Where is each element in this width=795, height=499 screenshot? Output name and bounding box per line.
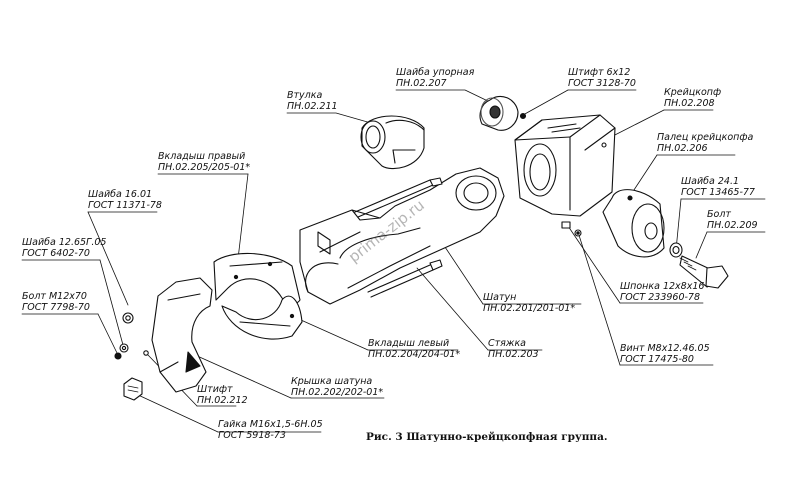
label-code: ГОСТ 17475-80: [620, 354, 694, 365]
label-bolt-2209: Болт ПН.02.209: [707, 209, 758, 231]
bearing-shell-left-part: [221, 295, 303, 340]
crosshead-part: [514, 114, 616, 217]
label-name: Гайка М16х1,5-6Н.05: [218, 419, 323, 430]
label-name: Шатун: [483, 292, 517, 303]
washer-12-part: [119, 343, 129, 353]
label-bolt-m12: Болт М12х70 ГОСТ 7798-70: [22, 291, 90, 313]
label-name: Крейцкопф: [664, 87, 722, 98]
label-connecting-rod: Шатун ПН.02.201/201-01*: [483, 292, 575, 314]
label-name: Втулка: [287, 90, 323, 101]
crosshead-pin-part: [602, 189, 665, 258]
label-code: ГОСТ 7798-70: [22, 302, 90, 313]
label-name: Винт М8х12.46.05: [620, 343, 710, 354]
label-code: ПН.02.212: [197, 395, 248, 406]
label-code: ПН.02.205/205-01*: [158, 162, 251, 173]
label-name: Вкладыш левый: [368, 338, 450, 349]
label-washer-16: Шайба 16.01 ГОСТ 11371-78: [88, 189, 162, 211]
label-crosshead: Крейцкопф ПН.02.208: [664, 87, 721, 109]
label-code: ГОСТ 13465-77: [681, 187, 755, 198]
label-code: ПН.02.207: [396, 78, 447, 89]
label-key: Шпонка 12х8х16 ГОСТ 233960-78: [620, 281, 704, 303]
label-code: ПН.02.209: [707, 220, 758, 231]
washer-24-part: [669, 242, 683, 258]
label-code: ГОСТ 11371-78: [88, 200, 162, 211]
label-name: Штифт 6х12: [568, 67, 631, 78]
nut-m16-part: [123, 377, 143, 401]
bolt-2209-part: [679, 255, 729, 289]
label-name: Шпонка 12х8х16: [620, 281, 705, 292]
label-code: ПН.02.206: [657, 143, 708, 154]
tie-rod-part: [354, 177, 443, 298]
label-tie-rod: Стяжка ПН.02.203: [488, 338, 539, 360]
label-washer-12: Шайба 12.65Г.05 ГОСТ 6402-70: [22, 237, 106, 259]
label-washer-24: Шайба 24.1 ГОСТ 13465-77: [681, 176, 755, 198]
pin-2212-part: [143, 350, 149, 356]
figure-caption: Рис. 3 Шатунно-крейцкопфная группа.: [366, 431, 608, 443]
label-thrust-washer: Шайба упорная ПН.02.207: [396, 67, 474, 89]
label-code: ГОСТ 6402-70: [22, 248, 90, 259]
label-name: Палец крейцкопфа: [657, 132, 754, 143]
label-code: ПН.02.204/204-01*: [368, 349, 461, 360]
label-code: ПН.02.201/201-01*: [483, 303, 576, 314]
label-name: Шайба 12.65Г.05: [22, 237, 107, 248]
label-crosshead-pin: Палец крейцкопфа ПН.02.206: [657, 132, 753, 154]
label-code: ПН.02.211: [287, 101, 338, 112]
label-name: Шайба 16.01: [88, 189, 153, 200]
thrust-washer-part: [479, 95, 519, 131]
connecting-rod-part: [299, 167, 505, 305]
label-name: Шайба упорная: [396, 67, 475, 78]
label-rod-cap: Крышка шатуна ПН.02.202/202-01*: [291, 376, 383, 398]
label-pin-6x12: Штифт 6х12 ГОСТ 3128-70: [568, 67, 636, 89]
bolt-m12-part: [114, 352, 122, 360]
label-code: ГОСТ 5918-73: [218, 430, 286, 441]
label-bushing: Втулка ПН.02.211: [287, 90, 338, 112]
washer-16-part: [122, 312, 134, 324]
bushing-part: [360, 115, 425, 170]
leader-lines: [21, 89, 766, 433]
label-name: Болт М12х70: [22, 291, 87, 302]
label-code: ПН.02.202/202-01*: [291, 387, 384, 398]
label-name: Стяжка: [488, 338, 526, 349]
label-name: Болт: [707, 209, 731, 220]
label-code: ГОСТ 233960-78: [620, 292, 701, 303]
label-bearing-shell-left: Вкладыш левый ПН.02.204/204-01*: [368, 338, 460, 360]
label-code: ПН.02.208: [664, 98, 715, 109]
label-screw-m8: Винт М8х12.46.05 ГОСТ 17475-80: [620, 343, 710, 365]
bearing-shell-right-part: [213, 252, 301, 305]
label-name: Шайба 24.1: [681, 176, 740, 187]
label-bearing-shell-right: Вкладыш правый ПН.02.205/205-01*: [158, 151, 250, 173]
label-name: Крышка шатуна: [291, 376, 373, 387]
label-name: Штифт: [197, 384, 233, 395]
rod-cap-part: [151, 277, 213, 393]
label-pin-2212: Штифт ПН.02.212: [197, 384, 248, 406]
pin-6x12-part: [519, 112, 527, 120]
screw-m8-part: [574, 229, 582, 237]
key-part: [561, 221, 571, 229]
label-code: ГОСТ 3128-70: [568, 78, 636, 89]
label-code: ПН.02.203: [488, 349, 539, 360]
label-name: Вкладыш правый: [158, 151, 246, 162]
label-nut-m16: Гайка М16х1,5-6Н.05 ГОСТ 5918-73: [218, 419, 323, 441]
